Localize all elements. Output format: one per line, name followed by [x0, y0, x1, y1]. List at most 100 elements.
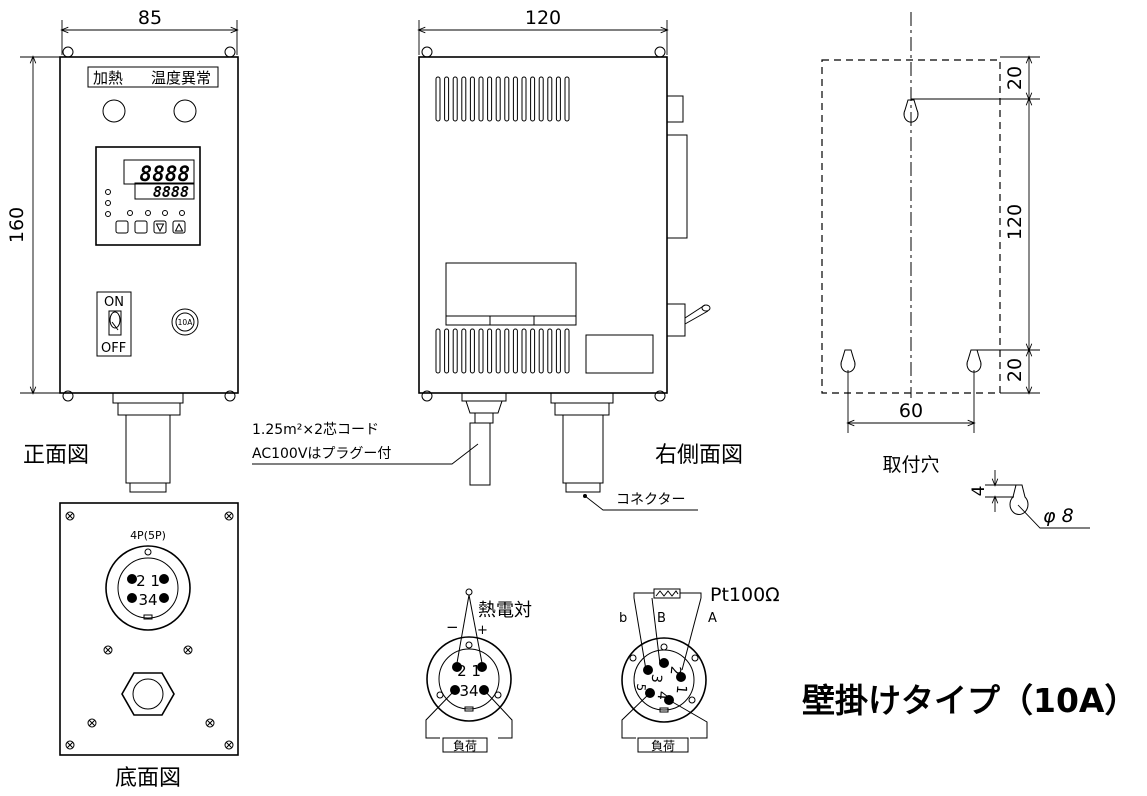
pin-4	[159, 593, 169, 603]
side-switch-projection	[666, 303, 711, 337]
bottom-pins-top: 2 1	[136, 572, 160, 590]
vent-slot	[478, 328, 484, 374]
cord-leader-line	[252, 443, 479, 465]
keyhole-detail: 4 φ 8	[969, 470, 1090, 529]
power-cord	[461, 392, 507, 486]
sv-display-value: 8888	[153, 183, 189, 201]
bottom-connector: 2 1 34	[105, 545, 191, 631]
vent-slot	[495, 328, 501, 374]
hole-diameter: φ 8	[1043, 505, 1074, 527]
bottom-view-caption: 底面図	[115, 766, 181, 791]
side-view: 120	[252, 7, 743, 511]
pv-display	[123, 159, 195, 185]
vent-slot	[564, 76, 570, 122]
temperature-controller: 8888 8888	[95, 146, 201, 246]
tc-pins-bottom: 34	[459, 682, 478, 700]
plug-note-label: AC100Vはプラグー付	[252, 446, 391, 462]
side-view-caption: 右側面図	[655, 443, 743, 468]
front-width-dimension: 85	[138, 7, 162, 29]
vent-slot	[461, 76, 467, 122]
rtd-pin-3: 3	[648, 673, 665, 683]
mount-dim-bottom: 20	[1004, 358, 1026, 382]
vent-slot	[555, 76, 561, 122]
thermocouple-junction	[465, 588, 473, 596]
front-view: 85 160 加熱 温度異常 8888 8888	[6, 7, 239, 493]
alarm-lamp-label: 温度異常	[151, 69, 211, 87]
tc-pins-top: 2 1	[457, 662, 481, 680]
connector-label: コネクター	[616, 492, 685, 508]
front-cable-gland	[112, 392, 184, 493]
bottom-left-keyhole	[840, 349, 856, 373]
rtd-pin-1: 1	[673, 684, 690, 694]
rtd-lead-a: A	[708, 611, 717, 626]
front-height-dimension: 160	[6, 207, 28, 243]
sv-display	[134, 182, 195, 200]
vent-slot	[521, 76, 527, 122]
tc-load-box	[442, 737, 488, 753]
vent-slot	[495, 76, 501, 122]
alarm-lamp	[173, 99, 197, 123]
bottom-right-keyhole	[966, 349, 982, 373]
slot-dimension: 4	[969, 486, 989, 497]
cord-spec-label: 1.25m²×2芯コード	[252, 422, 379, 438]
vent-slot	[538, 76, 544, 122]
vent-slot	[444, 328, 450, 374]
side-label-plate	[585, 334, 654, 374]
pin-3	[127, 593, 137, 603]
cable-gland-nut	[121, 672, 175, 716]
vent-slot	[478, 76, 484, 122]
mount-dim-top: 20	[1004, 66, 1026, 90]
tc-load-label: 負荷	[453, 739, 477, 753]
mount-dim-width: 60	[899, 400, 923, 422]
thermocouple-wiring: 熱電対 − + 2 1 34 負荷	[425, 588, 532, 753]
label-plate	[87, 66, 219, 88]
controller-down-key	[153, 220, 167, 234]
side-controller-projection	[666, 134, 688, 239]
side-nameplate	[445, 262, 577, 326]
mounting-caption: 取付穴	[882, 454, 939, 476]
vent-slot	[530, 76, 536, 122]
controller-key-2	[134, 220, 148, 234]
vent-slot	[452, 76, 458, 122]
controller-up-key	[172, 220, 186, 234]
bottom-connector-label: 4P(5P)	[130, 529, 166, 542]
vent-slot	[504, 328, 510, 374]
pin-2	[127, 574, 137, 584]
vent-slot	[564, 328, 570, 374]
vent-slot	[512, 328, 518, 374]
upper-vents	[435, 76, 570, 122]
vent-slot	[547, 76, 553, 122]
vent-slot	[521, 328, 527, 374]
thermocouple-minus: −	[446, 618, 459, 636]
vent-slot	[504, 76, 510, 122]
mount-dim-middle: 120	[1004, 204, 1026, 240]
hole-leader-line	[1017, 504, 1090, 529]
vent-slot	[530, 328, 536, 374]
side-width-dimension: 120	[525, 7, 561, 29]
product-title: 壁掛けタイプ（10A）	[802, 681, 1137, 720]
vent-slot	[512, 76, 518, 122]
plate-screws	[65, 511, 234, 750]
thermocouple-plus: +	[477, 623, 488, 638]
mounting-view: 20 120 20 60 取付穴 4 φ 8	[821, 12, 1090, 529]
down-triangle-icon	[155, 223, 165, 233]
front-view-caption: 正面図	[23, 443, 89, 468]
vent-slot	[435, 328, 441, 374]
vent-slot	[461, 328, 467, 374]
switch-on-label: ON	[104, 295, 124, 310]
vent-slot	[469, 328, 475, 374]
pin-1	[159, 574, 169, 584]
vent-slot	[444, 76, 450, 122]
up-triangle-icon	[174, 222, 184, 232]
fuse-holder	[171, 308, 199, 336]
controller-key-1	[115, 220, 129, 234]
connector-leader-line	[584, 495, 698, 511]
bottom-plate	[59, 502, 239, 756]
bottom-view: 4P(5P) 2 1 34 底面図	[59, 502, 239, 791]
vent-slot	[469, 76, 475, 122]
rtd-load-box	[637, 737, 689, 753]
heat-lamp-label: 加熱	[93, 69, 123, 87]
vent-slot	[452, 328, 458, 374]
rtd-pin-5: 5	[634, 683, 649, 692]
